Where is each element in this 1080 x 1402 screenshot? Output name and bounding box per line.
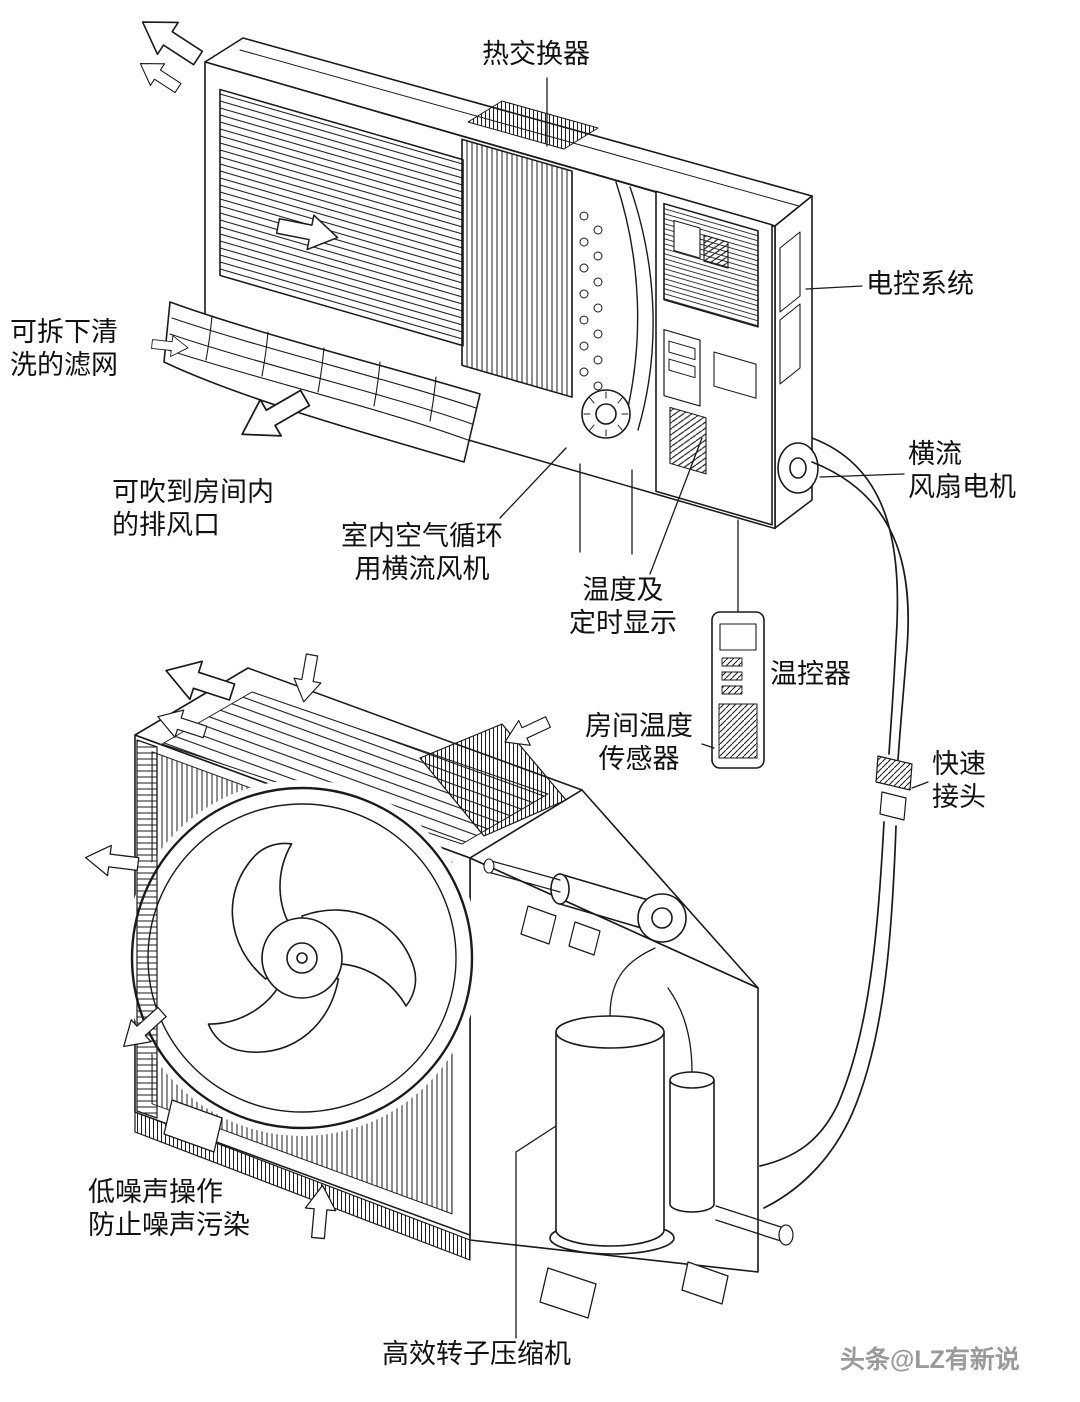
refrigerant-pipes — [759, 437, 910, 1209]
label-heat-exchanger: 热交换器 — [482, 39, 590, 69]
label-compressor: 高效转子压缩机 — [382, 1339, 571, 1369]
label-low-noise: 低噪声操作 防止噪声污染 — [88, 1177, 250, 1241]
removable-filter — [163, 301, 481, 463]
label-removable-filter: 可拆下清 洗的滤网 — [10, 317, 118, 381]
label-crossflow-fan-motor: 横流 风扇电机 — [908, 439, 1016, 503]
compressor-compartment — [483, 858, 794, 1255]
label-temp-timer-display: 温度及 定时显示 — [569, 575, 677, 639]
label-quick-connector: 快速 接头 — [932, 749, 986, 813]
fan-motor — [777, 442, 819, 494]
crossflow-fan-end — [581, 389, 631, 439]
leader-lines — [499, 77, 929, 1339]
outdoor-unit — [124, 667, 794, 1319]
remote-thermostat — [711, 519, 765, 769]
label-room-outlet: 可吹到房间内 的排风口 — [112, 477, 274, 541]
label-control-system: 电控系统 — [866, 269, 974, 299]
perforation-dots — [579, 211, 603, 391]
watermark-text: 头条@LZ有新说 — [840, 1346, 1020, 1374]
label-indoor-crossflow-fan: 室内空气循环 用横流风机 — [341, 521, 503, 585]
label-room-temp-sensor: 房间温度 传感器 — [585, 711, 693, 775]
quick-connector — [875, 755, 913, 821]
indoor-unit — [204, 37, 819, 530]
label-thermostat: 温控器 — [770, 659, 851, 689]
propeller-fan — [124, 780, 480, 1136]
